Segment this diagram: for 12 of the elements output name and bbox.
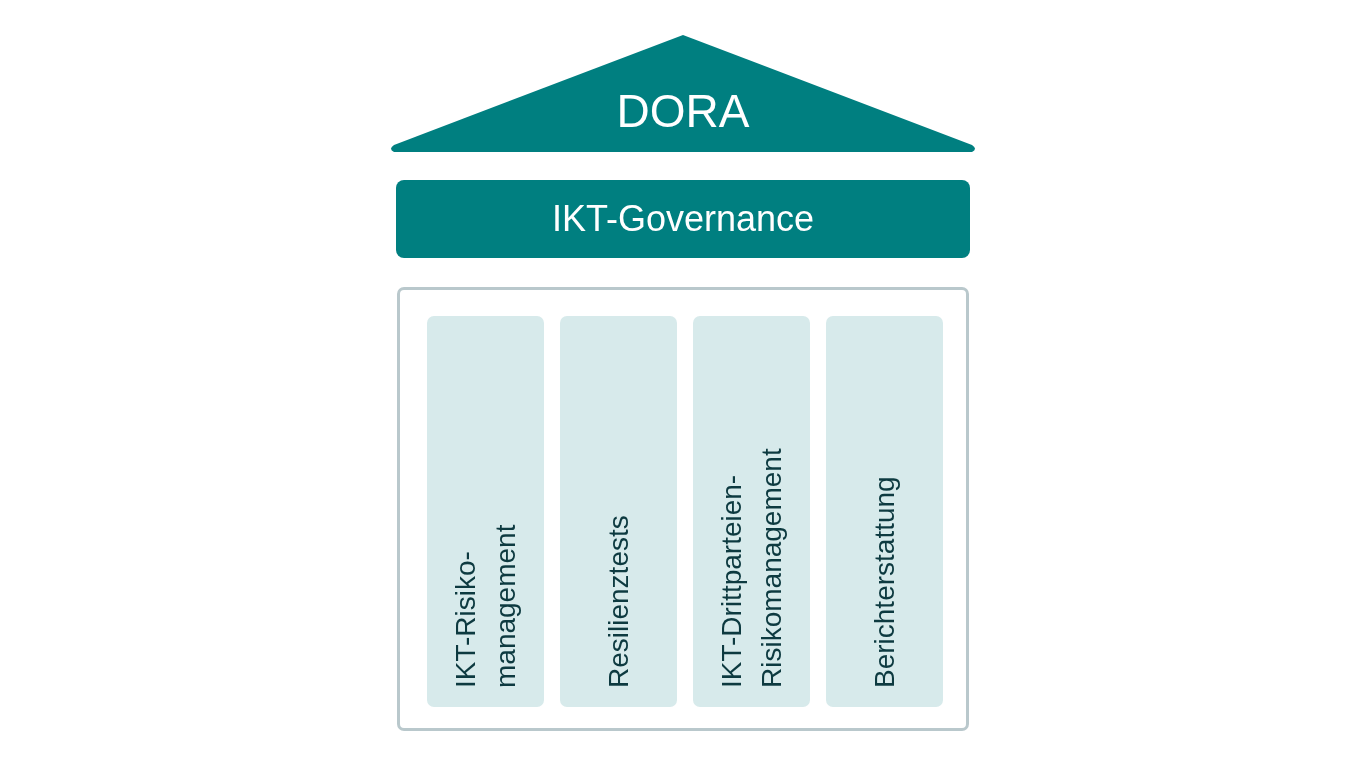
- pillar-label: Berichterstattung: [867, 475, 901, 688]
- title-label: DORA: [615, 85, 751, 137]
- pillar-box: [826, 316, 943, 707]
- pillar-box: [427, 316, 544, 707]
- pillar-label: IKT-Risiko- management: [448, 523, 522, 688]
- pillar-label: IKT-Drittparteien- Risikomanagement: [714, 447, 788, 688]
- pillar-label: Resilienztests: [601, 514, 635, 688]
- pillar-box: [693, 316, 810, 707]
- heading-label: IKT-Governance: [550, 198, 816, 240]
- pillar-box: [560, 316, 677, 707]
- pillar-frame: [397, 287, 969, 731]
- governance-bar: [396, 180, 970, 258]
